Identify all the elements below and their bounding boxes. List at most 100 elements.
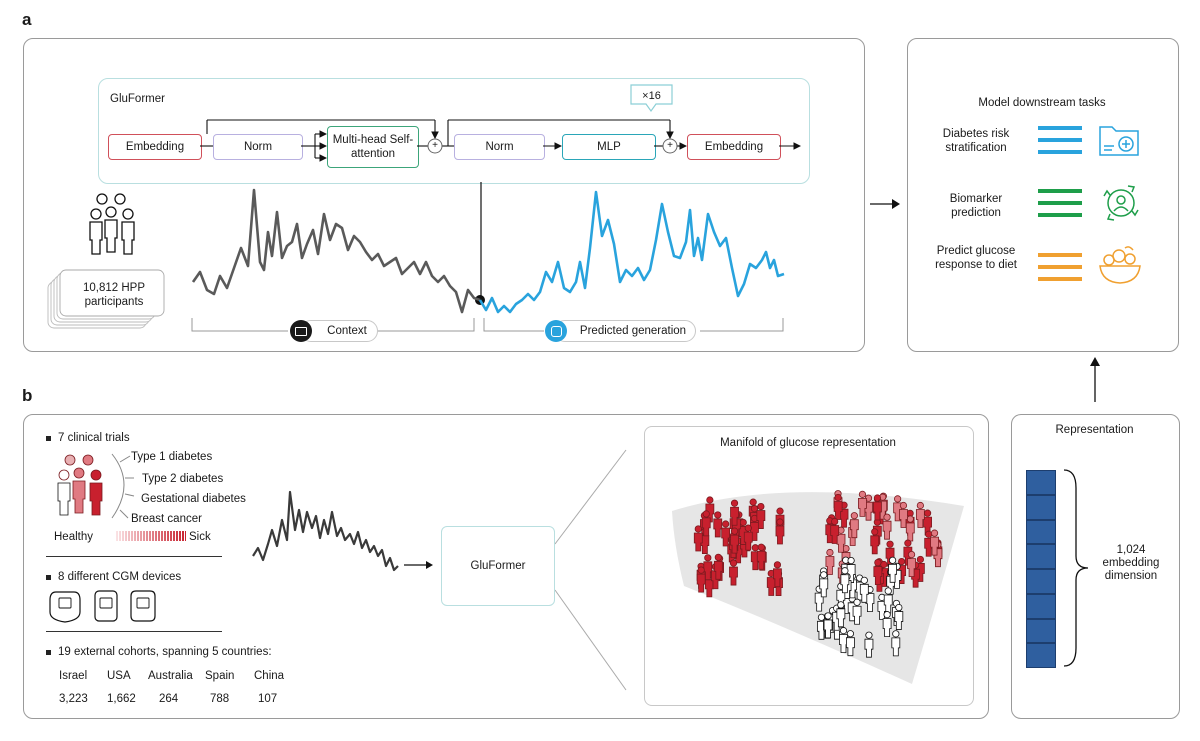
person-marker (756, 502, 766, 529)
person-marker (888, 556, 897, 583)
trials-heading: 7 clinical trials (58, 432, 130, 444)
residual-plus-1: + (432, 140, 438, 151)
person-marker (873, 494, 882, 521)
person-marker (905, 515, 915, 542)
gluformer-model-label: GluFormer (470, 560, 526, 572)
predicted-label: Predicted generation (579, 325, 687, 337)
person-marker (891, 630, 901, 657)
participant-stack (47, 269, 165, 329)
condition-breast-cancer: Breast cancer (131, 513, 202, 525)
country-china: China (254, 670, 285, 682)
person-marker (870, 528, 880, 555)
folder-medical-icon (1099, 126, 1139, 156)
count-usa: 1,662 (107, 693, 136, 705)
embedding-input-block: Embedding (108, 134, 202, 160)
person-marker (693, 525, 703, 552)
architecture-title: GluFormer (110, 93, 165, 105)
person-marker (743, 524, 753, 551)
embedding-cell (1026, 519, 1056, 545)
bullet-cohorts (46, 650, 51, 655)
predicted-trace (478, 190, 785, 314)
person-marker (775, 518, 785, 545)
person-marker (858, 490, 867, 517)
person-marker (839, 627, 848, 654)
person-marker (756, 543, 766, 570)
country-spain: Spain (205, 670, 235, 682)
person-marker (730, 499, 739, 526)
person-marker (823, 612, 833, 639)
person-marker (894, 603, 904, 630)
embedding-brace (1063, 469, 1089, 667)
person-marker (864, 631, 874, 658)
to-downstream-up-arrow (1090, 357, 1100, 402)
cgm-devices-icon (49, 590, 156, 623)
participants-group-icon (89, 193, 135, 255)
task-2-label: Biomarker prediction (949, 193, 1003, 219)
person-marker (846, 630, 855, 657)
person-marker (923, 509, 932, 536)
person-marker (930, 529, 939, 556)
task-2-lines (1038, 189, 1082, 217)
task-1-label: Diabetes risk stratification (942, 128, 1010, 154)
count-israel: 3,223 (59, 693, 88, 705)
attention-block: Multi-head Self-attention (327, 126, 419, 168)
country-israel: Israel (59, 670, 88, 682)
person-marker (873, 558, 883, 585)
sick-label: Sick (189, 531, 211, 543)
person-marker (852, 598, 862, 625)
person-marker (836, 526, 846, 553)
person-marker (883, 587, 893, 614)
food-bowl-icon (1099, 246, 1141, 284)
condition-type1: Type 1 diabetes (131, 451, 213, 463)
person-marker (849, 512, 859, 539)
context-trace (191, 188, 481, 314)
panel-letter-b: b (22, 386, 33, 405)
predicted-pill: Predicted generation (554, 320, 696, 342)
manifold-plot (672, 490, 964, 684)
person-marker (705, 496, 715, 523)
person-marker (713, 511, 723, 538)
context-pill: Context (300, 320, 378, 342)
count-spain: 788 (210, 693, 230, 705)
person-marker (836, 601, 846, 628)
embedding-cell (1026, 470, 1056, 495)
cohorts-heading: 19 external cohorts, spanning 5 countrie… (58, 646, 272, 658)
context-label: Context (327, 325, 367, 337)
person-marker (864, 494, 873, 521)
country-usa: USA (107, 670, 131, 682)
repeat-count: ×16 (642, 90, 661, 102)
divider-1 (46, 556, 222, 557)
embedding-cell (1026, 569, 1056, 594)
person-marker (696, 566, 706, 593)
condition-gestational: Gestational diabetes (141, 493, 246, 505)
embedding-output-block: Embedding (687, 134, 781, 160)
person-marker (882, 611, 892, 638)
embedding-cell (1026, 643, 1056, 668)
bullet-trials (46, 436, 51, 441)
architecture-box (98, 78, 810, 184)
count-china: 107 (258, 693, 278, 705)
norm-block-2: Norm (454, 134, 545, 160)
folder-icon (290, 320, 312, 342)
person-marker (830, 517, 840, 544)
person-marker (840, 567, 850, 594)
person-marker (730, 527, 739, 554)
condition-branches (111, 453, 135, 519)
health-gradient-bar (116, 531, 186, 541)
person-marker (713, 553, 723, 580)
repeat-tag (630, 84, 673, 113)
mlp-block: MLP (562, 134, 656, 160)
person-marker (721, 520, 731, 547)
person-marker (729, 559, 738, 586)
norm-block-1: Norm (213, 134, 303, 160)
person-marker (701, 510, 711, 537)
person-marker (773, 561, 782, 588)
task-3-label: Predict glucose response to diet (935, 245, 1017, 271)
representation-title: Representation (1055, 424, 1134, 436)
embedding-cell (1026, 618, 1056, 644)
bullet-devices (46, 575, 51, 580)
embedding-cell (1026, 593, 1056, 619)
divider-2 (46, 631, 222, 632)
